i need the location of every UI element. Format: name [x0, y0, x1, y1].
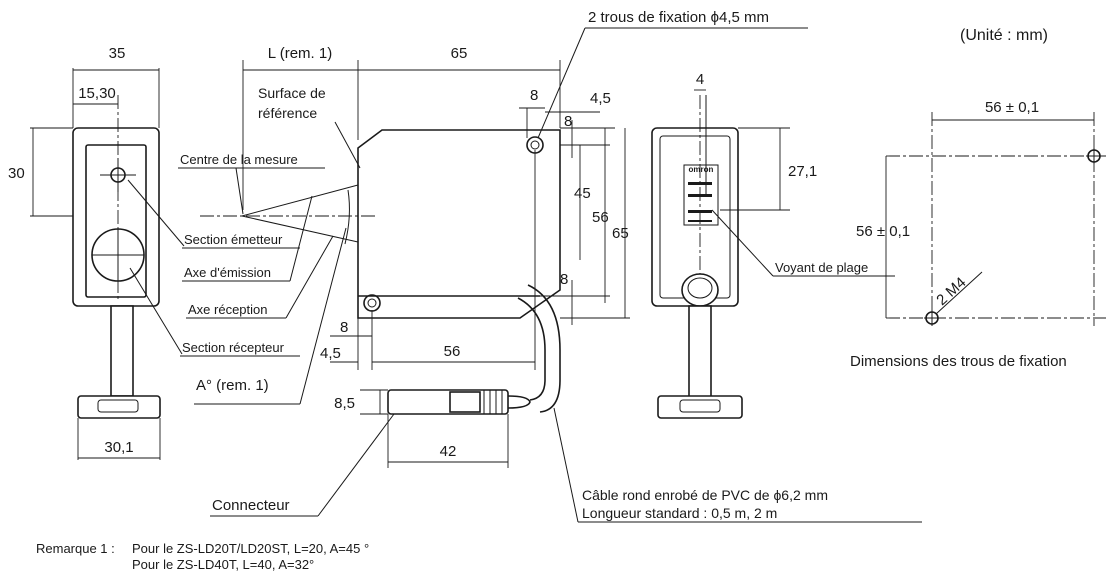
label-reception-axis: Axe réception: [188, 302, 268, 317]
dim-8-right: 8: [564, 113, 572, 130]
dim-offset-15-30: 15,30: [78, 85, 116, 102]
dim-8-left: 8: [340, 319, 348, 336]
label-measurement-center: Centre de la mesure: [180, 152, 298, 167]
label-connector: Connecteur: [212, 497, 290, 514]
front-stem: [110, 305, 134, 397]
front-window: [85, 144, 147, 298]
dim-4-5-left: 4,5: [320, 345, 341, 362]
dim-holes-horizontal: 56 ± 0,1: [985, 99, 1039, 116]
unit-note: (Unité : mm): [960, 27, 1048, 44]
label-cable-1: Câble rond enrobé de PVC de ϕ6,2 mm: [582, 487, 828, 503]
dim-8-top: 8: [530, 87, 538, 104]
rear-stem: [688, 305, 712, 399]
label-thread-m4: 2 M4: [933, 274, 969, 309]
dim-8-5: 8,5: [334, 395, 355, 412]
dim-holes-vertical: 56 ± 0,1: [856, 223, 910, 240]
dim-height-30: 30: [8, 165, 25, 182]
label-fixing-holes: 2 trous de fixation ϕ4,5 mm: [588, 9, 769, 26]
dim-4: 4: [696, 71, 704, 88]
label-receiver-section: Section récepteur: [182, 340, 285, 355]
label-surface-reference-2: référence: [258, 105, 317, 121]
dim-width-35: 35: [109, 45, 126, 62]
dim-foot-30-1: 30,1: [104, 439, 133, 456]
dim-42: 42: [440, 443, 457, 460]
front-foot: [77, 395, 161, 419]
side-body: [357, 129, 561, 319]
rear-logo: omron: [689, 165, 714, 174]
dim-L-rem1: L (rem. 1): [268, 45, 332, 62]
label-emitter-section: Section émetteur: [184, 232, 283, 247]
label-indicator: Voyant de plage: [775, 260, 868, 275]
rear-view: omron 4 27,1 Voyant de plage: [651, 71, 895, 419]
connector-view: 8,5 42 Connecteur: [210, 389, 531, 517]
rear-foot: [657, 395, 743, 419]
label-emission-axis: Axe d'émission: [184, 265, 271, 280]
dim-65-top: 65: [451, 45, 468, 62]
label-surface-reference-1: Surface de: [258, 85, 326, 101]
hole-pattern: 56 ± 0,1 56 ± 0,1 2 M4 Dimensions des tr…: [850, 99, 1106, 370]
connector-body: [387, 389, 509, 415]
dim-27-1: 27,1: [788, 163, 817, 180]
dim-45: 45: [574, 185, 591, 202]
hole-caption: Dimensions des trous de fixation: [850, 353, 1067, 370]
dim-65-right: 65: [612, 225, 629, 242]
dim-56-bottom: 56: [444, 343, 461, 360]
dim-4-5-top: 4,5: [590, 90, 611, 107]
side-view: L (rem. 1) 65 8 4,5 8 45 56 65 8 8 4,5 5…: [127, 45, 630, 413]
dim-8-bottom: 8: [560, 271, 568, 288]
label-angle-A: A° (rem. 1): [196, 377, 269, 394]
cable-callout: Câble rond enrobé de PVC de ϕ6,2 mm Long…: [553, 407, 922, 523]
dim-56-right: 56: [592, 209, 609, 226]
remark-line-2: Pour le ZS-LD40T, L=40, A=32°: [132, 557, 314, 572]
remark-prefix: Remarque 1 :: [36, 541, 115, 556]
label-cable-2: Longueur standard : 0,5 m, 2 m: [582, 505, 777, 521]
rear-cable-gland: [681, 273, 719, 307]
remark-line-1: Pour le ZS-LD20T/LD20ST, L=20, A=45 °: [132, 541, 369, 556]
front-view: 35 15,30 30 30,1: [8, 45, 161, 460]
